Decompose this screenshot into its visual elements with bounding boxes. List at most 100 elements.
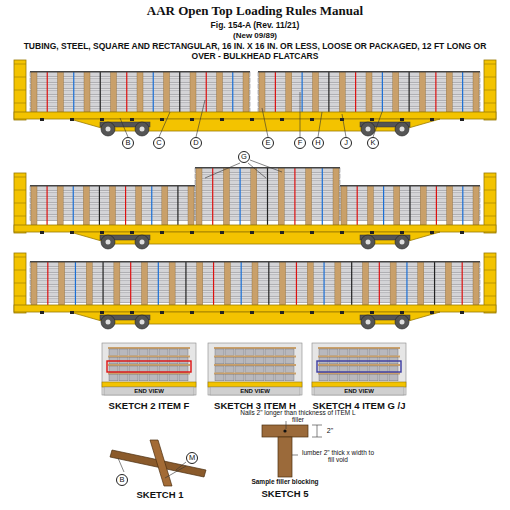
steel-band xyxy=(302,71,303,112)
wheel-hub xyxy=(400,320,405,325)
leader-line xyxy=(286,421,287,429)
blocking-layer xyxy=(318,373,400,375)
stake-pocket xyxy=(130,231,134,234)
tube-end xyxy=(275,349,284,355)
bulkhead xyxy=(14,173,26,233)
steel-band xyxy=(240,167,241,225)
wood-blocking xyxy=(363,262,369,305)
stake-pocket xyxy=(370,231,374,234)
end-view-base xyxy=(314,387,404,395)
tube-end xyxy=(255,375,264,381)
tube-end xyxy=(265,375,274,381)
wheel-hub xyxy=(140,127,145,132)
stake-pocket xyxy=(130,311,134,314)
figure-label: (New 09/89) xyxy=(105,31,405,40)
tube-end xyxy=(179,349,188,355)
steel-band xyxy=(409,185,410,225)
top-band xyxy=(30,261,480,262)
wood-blocking xyxy=(420,186,426,225)
end-view-frame xyxy=(102,343,196,395)
bulkhead-rib xyxy=(484,177,496,178)
tube-end xyxy=(255,366,264,372)
leader-line xyxy=(165,466,186,478)
wood-blocking xyxy=(286,72,292,112)
wood-blocking xyxy=(217,72,223,112)
bulkhead-rib xyxy=(14,103,26,104)
callout-letter: J xyxy=(340,137,352,149)
stake-pocket xyxy=(190,231,194,234)
blocking-layer xyxy=(214,347,296,349)
callout-letter: B xyxy=(122,137,134,149)
stake-pocket xyxy=(250,311,254,314)
stake-pocket xyxy=(40,118,44,121)
steel-band xyxy=(75,261,76,305)
wheel-hub xyxy=(366,127,371,132)
bulkhead-rib xyxy=(484,90,496,91)
wood-blocking xyxy=(142,262,148,305)
bulkhead-rib xyxy=(484,203,496,204)
tube-end xyxy=(275,375,284,381)
leader-line xyxy=(342,114,346,137)
leader-line xyxy=(262,108,268,137)
wood-blocking xyxy=(224,262,230,305)
figure-label: Fig. 154-A (Rev. 11/21) xyxy=(105,21,405,31)
tube-end xyxy=(245,358,254,364)
tube-end xyxy=(245,375,254,381)
bulkhead-rib xyxy=(14,77,26,78)
tube-end xyxy=(225,349,234,355)
callout-letter: C xyxy=(153,137,165,149)
wheel xyxy=(135,235,149,249)
wheel xyxy=(395,122,409,136)
bulkhead-rib xyxy=(484,103,496,104)
wood-blocking xyxy=(110,186,116,225)
stake-pocket xyxy=(430,311,434,314)
bulkhead xyxy=(14,253,26,313)
tube-end xyxy=(215,358,224,364)
figure-label: SKETCH 5 xyxy=(235,489,335,500)
top-band xyxy=(195,167,340,168)
center-sill xyxy=(70,232,440,244)
callout-letter: K xyxy=(367,137,379,149)
blocking-layer xyxy=(214,356,296,358)
steel-band xyxy=(47,71,48,112)
wood-blocking xyxy=(447,186,453,225)
stake-pocket xyxy=(460,231,464,234)
wood-blocking xyxy=(306,168,312,225)
bulkhead-rib xyxy=(14,177,26,178)
blocking-layer xyxy=(108,373,190,375)
tube-end xyxy=(359,349,368,355)
wood-blocking xyxy=(473,72,479,112)
steel-band xyxy=(177,185,178,225)
leader-line xyxy=(318,112,322,137)
bulkhead xyxy=(484,253,496,313)
stake-pocket xyxy=(220,311,224,314)
tube-end xyxy=(389,349,398,355)
steel-band xyxy=(323,261,324,305)
stake-pocket xyxy=(100,118,104,121)
wheel-hub xyxy=(140,320,145,325)
stake-pocket xyxy=(340,231,344,234)
wheel-hub xyxy=(366,320,371,325)
steel-band xyxy=(241,261,242,305)
steel-band xyxy=(130,261,131,305)
end-deck xyxy=(208,382,302,387)
tube-end xyxy=(329,349,338,355)
tube-end xyxy=(215,366,224,372)
band-outline xyxy=(317,361,401,372)
wood-blocking xyxy=(84,72,90,112)
figure-label: 2" xyxy=(320,427,340,435)
tube-end xyxy=(339,349,348,355)
steel-band xyxy=(328,71,329,112)
wood-blocking xyxy=(31,72,37,112)
blocking-layer xyxy=(108,356,190,358)
stake-pocket xyxy=(430,231,434,234)
stake-pocket xyxy=(160,118,164,121)
wheel xyxy=(361,122,375,136)
blocking-layer xyxy=(108,364,190,366)
tube-end xyxy=(169,349,178,355)
wheel xyxy=(361,235,375,249)
end-deck xyxy=(312,382,406,387)
wood-blocking xyxy=(111,72,117,112)
wheel-hub xyxy=(400,127,405,132)
wood-blocking xyxy=(393,72,399,112)
